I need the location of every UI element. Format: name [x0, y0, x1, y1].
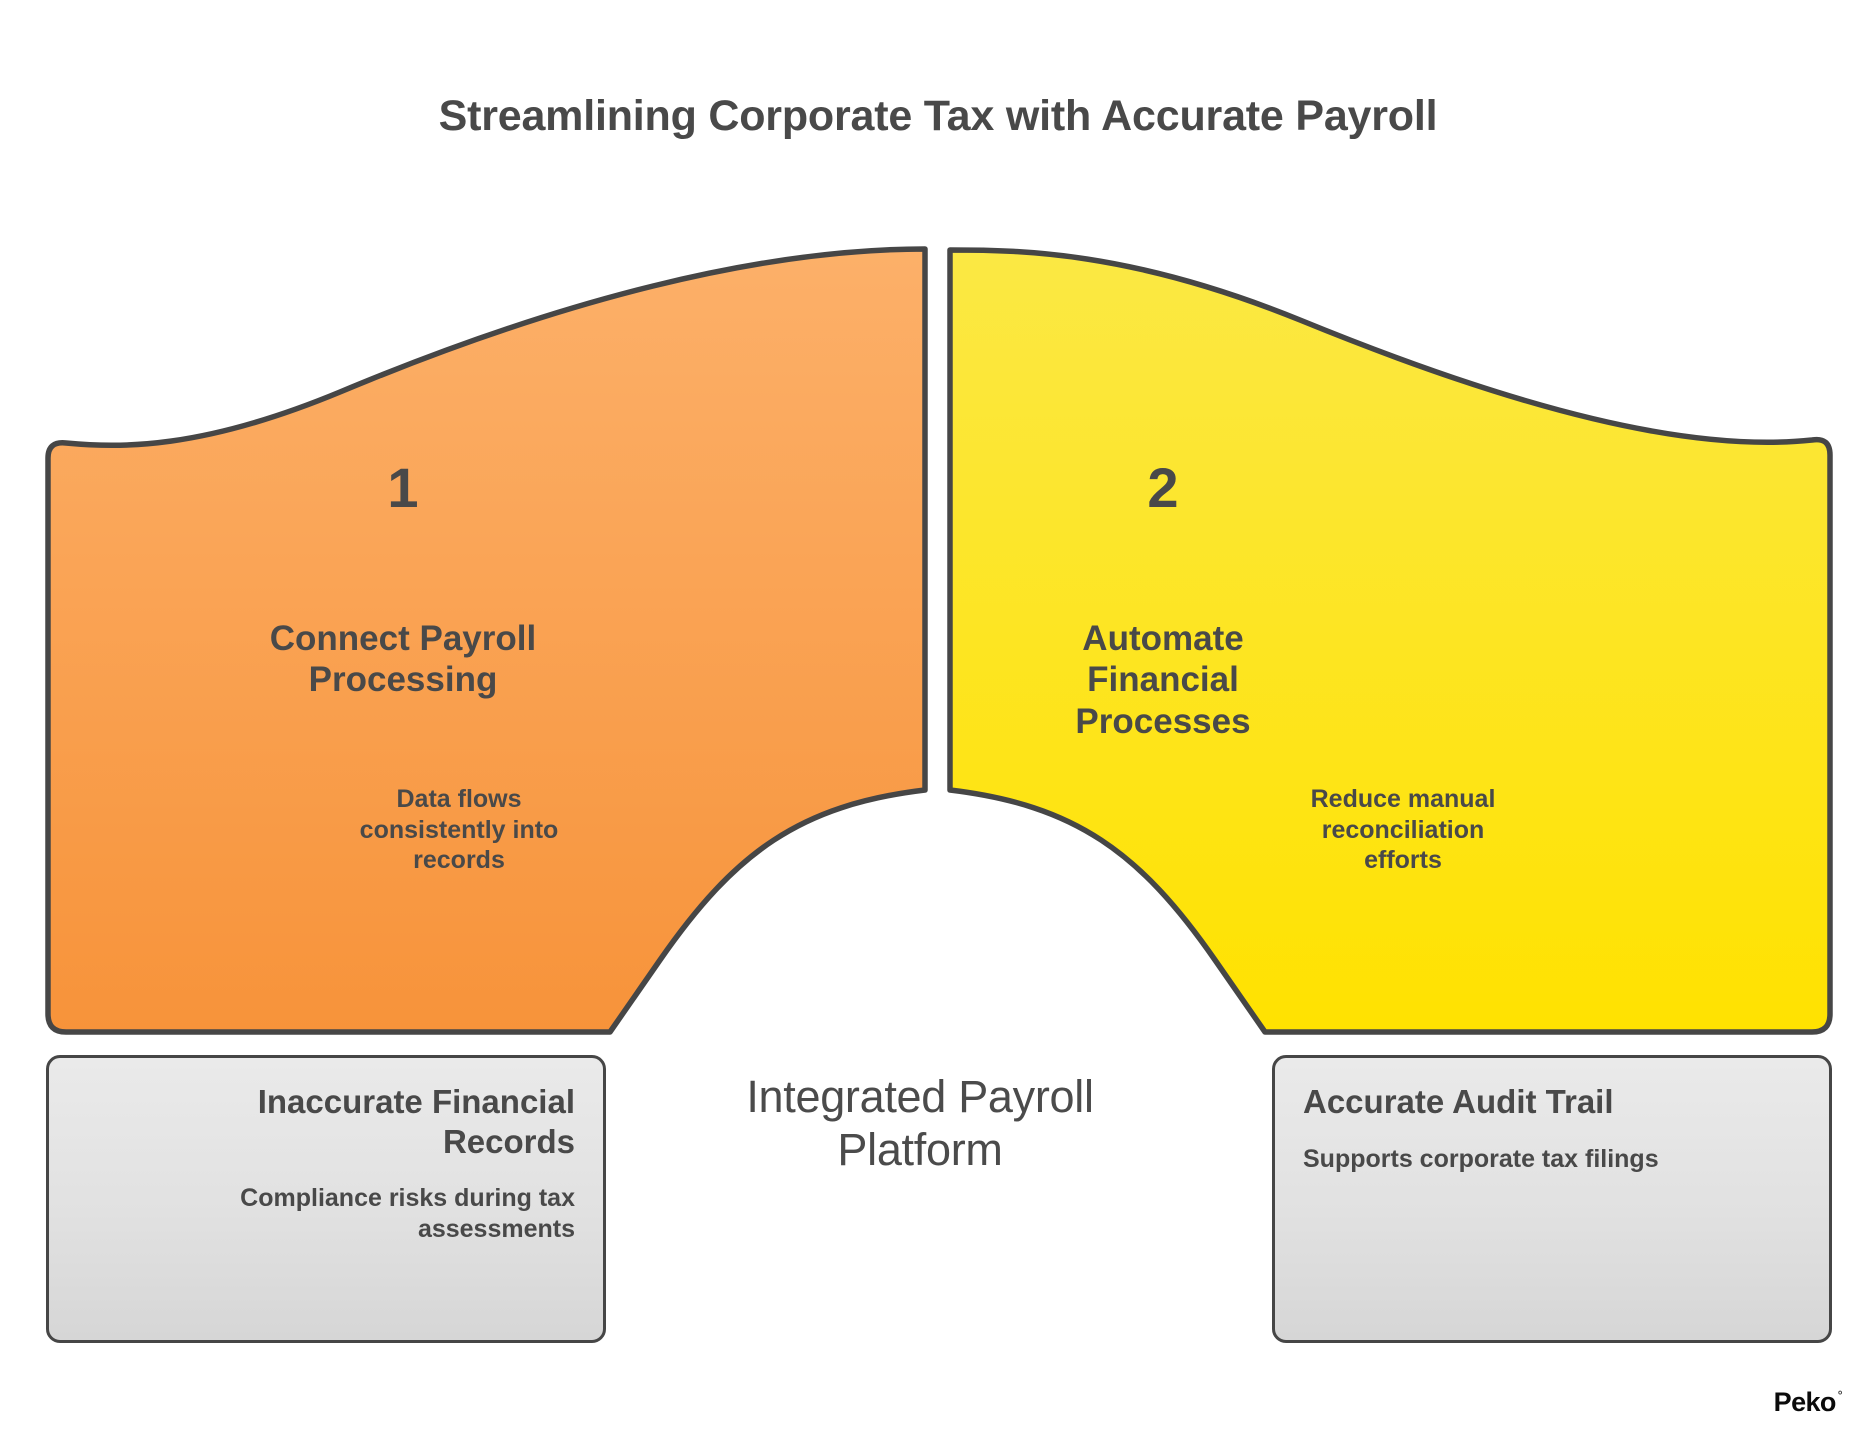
step-1-title: Connect Payroll Processing: [269, 619, 537, 700]
outcome-card-left-subtitle: Compliance risks during tax assessments: [240, 1184, 575, 1244]
outcome-card-right-title: Accurate Audit Trail: [1303, 1083, 1614, 1120]
step-1-shape[interactable]: [45, 246, 928, 1035]
brand-mark-icon: °: [1837, 1388, 1843, 1402]
outcome-card-left[interactable]: Inaccurate Financial Records Compliance …: [46, 1055, 606, 1343]
outcome-card-right-subtitle: Supports corporate tax filings: [1303, 1144, 1659, 1173]
step-2-shape[interactable]: [947, 247, 1833, 1035]
step-1-subtitle: Data flows consistently into records: [359, 785, 559, 874]
brand-name: Peko: [1773, 1387, 1837, 1417]
step-2-subtitle: Reduce manual reconciliation efforts: [1310, 785, 1496, 874]
page-title: Streamlining Corporate Tax with Accurate…: [438, 92, 1438, 140]
step-2-title: Automate Financial Processes: [1075, 619, 1251, 741]
step-2-number: 2: [1147, 456, 1179, 519]
brand-logo: Peko °: [1773, 1387, 1843, 1418]
center-label: Integrated Payroll Platform: [746, 1071, 1094, 1176]
step-1-number: 1: [387, 456, 419, 519]
outcome-card-right[interactable]: Accurate Audit Trail Supports corporate …: [1272, 1055, 1832, 1343]
outcome-card-left-title: Inaccurate Financial Records: [257, 1083, 575, 1160]
